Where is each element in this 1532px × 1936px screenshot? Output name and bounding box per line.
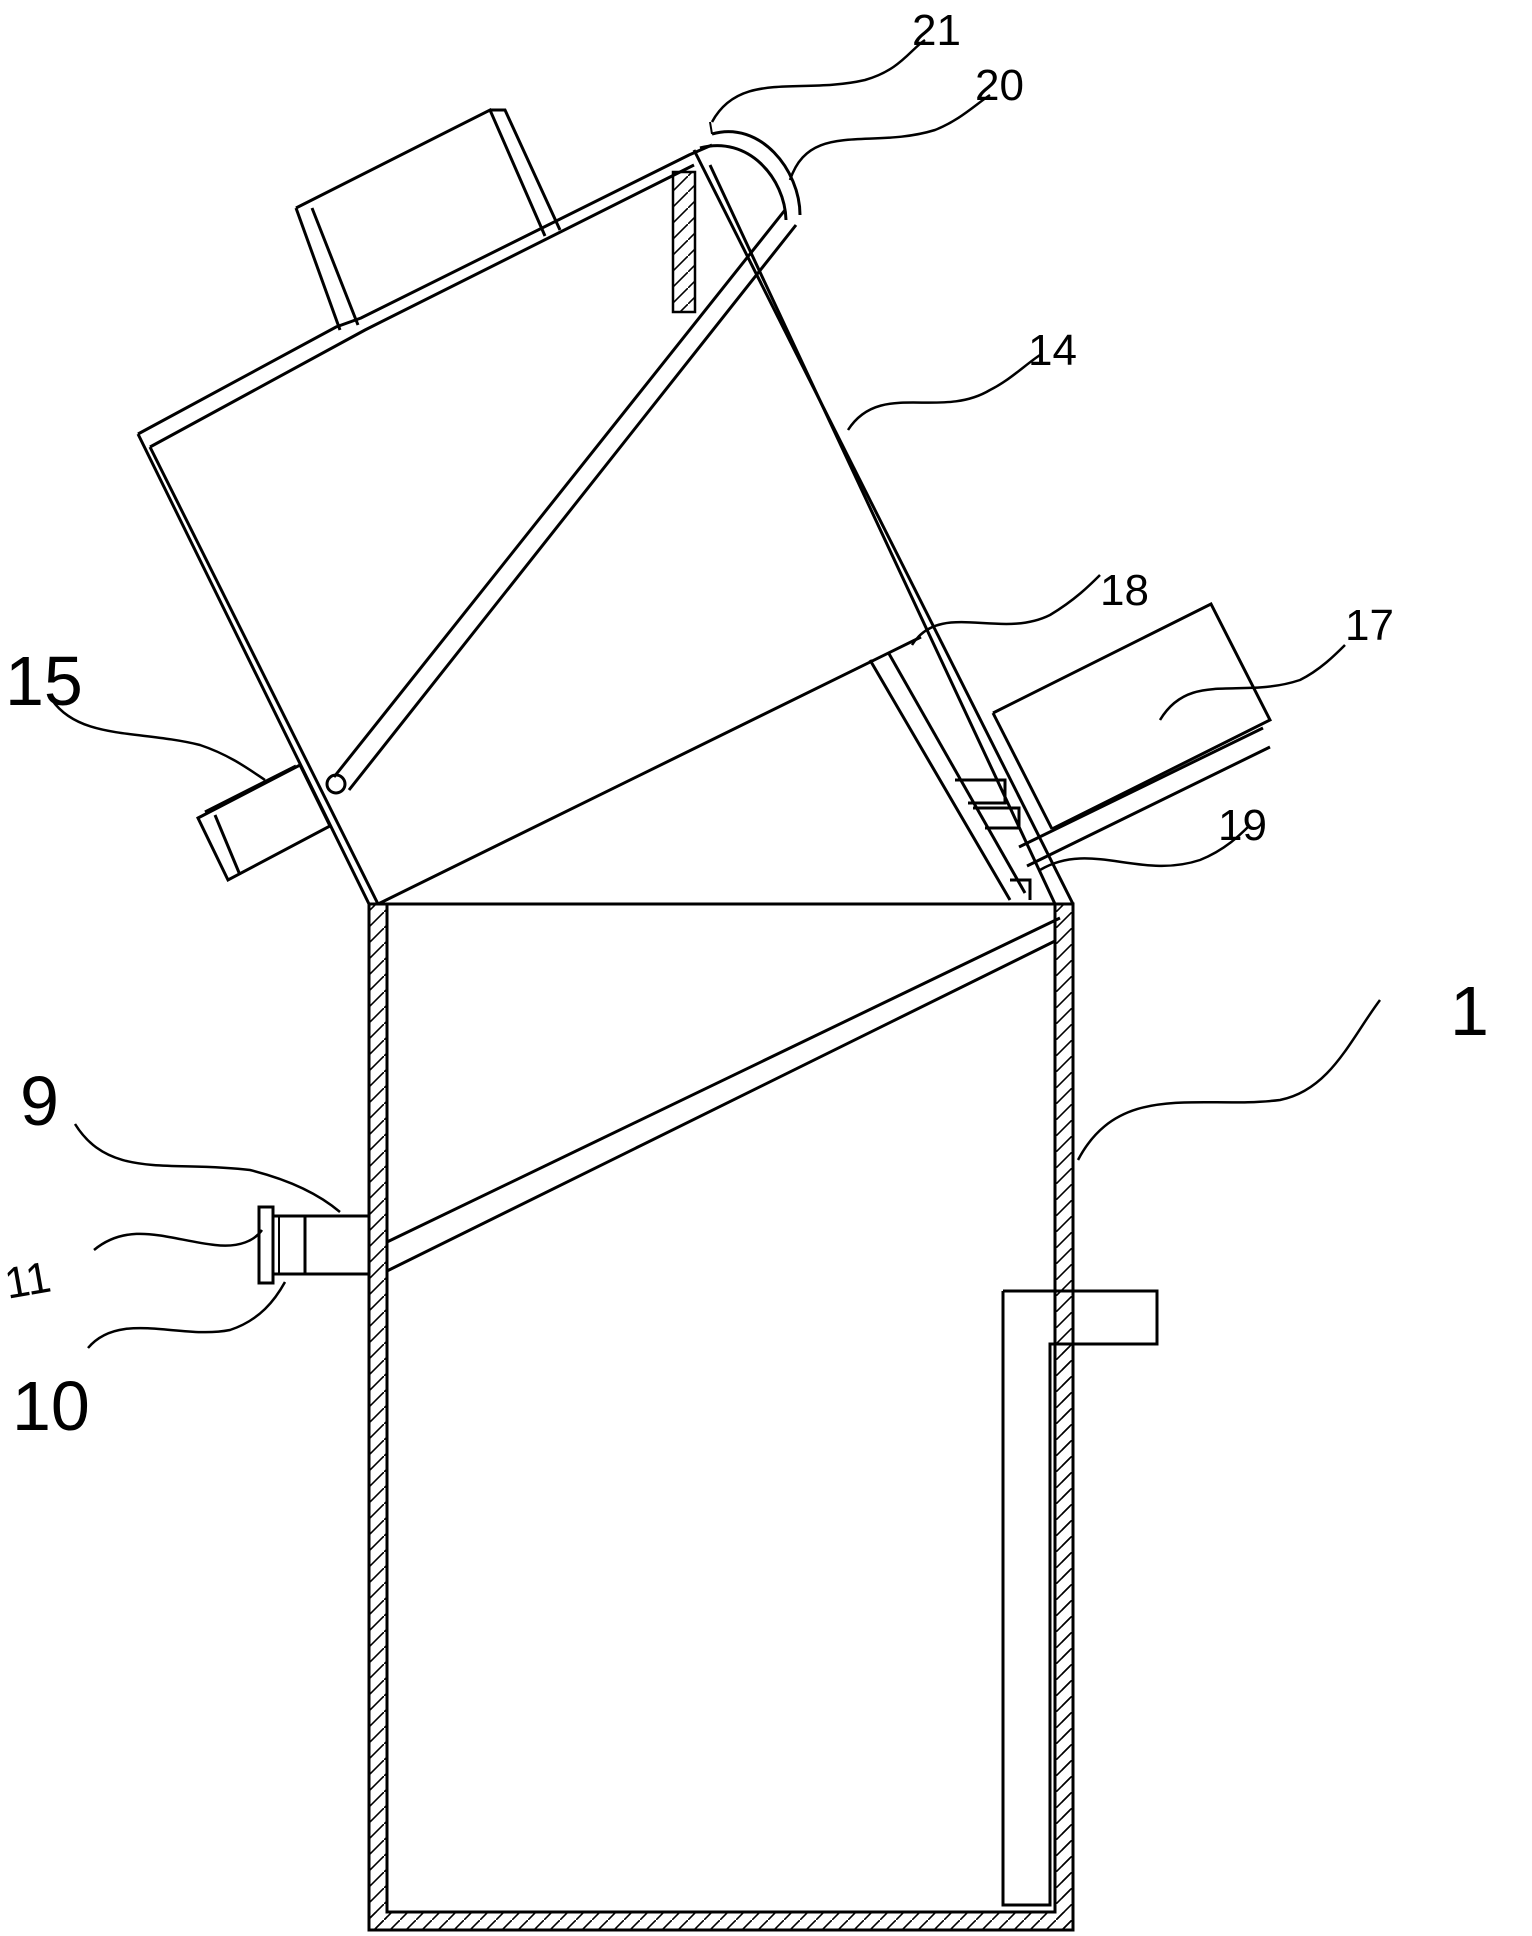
leader-1 <box>1076 999 1382 1161</box>
label-20: 20 <box>975 61 1024 110</box>
leader-lines <box>50 38 1382 1349</box>
motor-shaft-1 <box>1018 726 1264 849</box>
left-fitting <box>257 1205 371 1285</box>
baffle-plate <box>671 170 697 314</box>
diag-pipe-edge-2 <box>347 224 798 791</box>
outlet-pipe <box>1001 1289 1159 1907</box>
hopper-top-wall-inner <box>149 163 695 449</box>
leader-21 <box>710 38 926 123</box>
feed-plate-guide-1 <box>868 659 1012 901</box>
diag-pipe-end <box>325 773 347 795</box>
label-10: 10 <box>12 1367 90 1445</box>
handle-bar <box>204 764 297 814</box>
diagonal-pipe <box>325 209 798 795</box>
hopper <box>136 143 1075 906</box>
top-box-right-inner <box>490 108 562 231</box>
top-box-left <box>294 207 342 331</box>
fitting-cap <box>271 1214 307 1276</box>
outlet-pipe-hatch <box>1062 1347 1070 1905</box>
leader-17 <box>1158 644 1346 721</box>
hopper-left-wall-inner <box>148 446 380 905</box>
label-18: 18 <box>1100 566 1149 615</box>
top-box-outline <box>295 107 547 237</box>
fitting-body <box>303 1214 371 1276</box>
label-21: 21 <box>912 6 961 55</box>
leader-10 <box>87 1281 287 1349</box>
pipe-upper-edge <box>386 916 1061 1244</box>
label-17: 17 <box>1345 601 1394 650</box>
leader-19 <box>1039 824 1251 872</box>
top-box <box>294 107 562 331</box>
cap-tip <box>709 121 713 135</box>
leader-14 <box>846 353 1041 431</box>
hopper-left-wall-outer <box>136 433 371 905</box>
tank-inner-outline <box>385 904 1057 1914</box>
diag-pipe-edge-1 <box>332 209 787 778</box>
leader-18 <box>910 574 1101 646</box>
leader-11 <box>93 1229 264 1251</box>
part-labels: 21 20 14 18 17 15 19 1 9 11 10 <box>1 6 1489 1445</box>
bracket-foot <box>1010 878 1032 900</box>
motor-shaft-2 <box>1026 745 1271 868</box>
label-1: 1 <box>1450 972 1489 1050</box>
tank-outer-outline <box>367 902 1075 1932</box>
leader-15 <box>50 699 266 782</box>
label-9: 9 <box>20 1062 59 1140</box>
label-11: 11 <box>1 1253 55 1309</box>
curved-cap <box>699 121 802 221</box>
tank-left-wall-hatch <box>369 904 387 1930</box>
handle-inner <box>213 814 242 876</box>
outlet-pipe-top <box>1003 1289 1159 1346</box>
pipe-lower-edge <box>386 939 1056 1273</box>
feed-plate <box>377 635 1027 906</box>
outlet-pipe-body <box>1001 1291 1073 1907</box>
bracket <box>955 778 1032 900</box>
label-19: 19 <box>1218 801 1267 850</box>
motor-box-outline <box>992 601 1273 831</box>
cap-arc-outer <box>711 130 802 216</box>
bracket-upper <box>955 778 1007 805</box>
tank-bottom-hatch <box>369 1912 1073 1930</box>
motor-box <box>991 601 1273 868</box>
left-handle <box>196 762 332 883</box>
tank-body <box>367 902 1075 1932</box>
hopper-top-wall-outer <box>137 143 713 436</box>
baffle <box>671 170 697 314</box>
leader-9 <box>73 1123 341 1213</box>
motor-box-left <box>991 712 1054 830</box>
inclined-pipe <box>386 916 1061 1273</box>
label-14: 14 <box>1028 326 1077 375</box>
hopper-right-wall-inner <box>708 164 1057 905</box>
bracket-lower <box>973 806 1021 830</box>
cap-arc-inner <box>699 144 788 221</box>
hopper-right-wall-outer <box>692 149 1075 905</box>
label-15: 15 <box>5 642 83 720</box>
top-box-left-inner <box>310 207 360 326</box>
fitting-flange <box>257 1205 275 1285</box>
feed-plate-edge <box>377 635 922 906</box>
feed-plate-guide-2 <box>886 651 1027 894</box>
leader-20 <box>788 93 991 181</box>
